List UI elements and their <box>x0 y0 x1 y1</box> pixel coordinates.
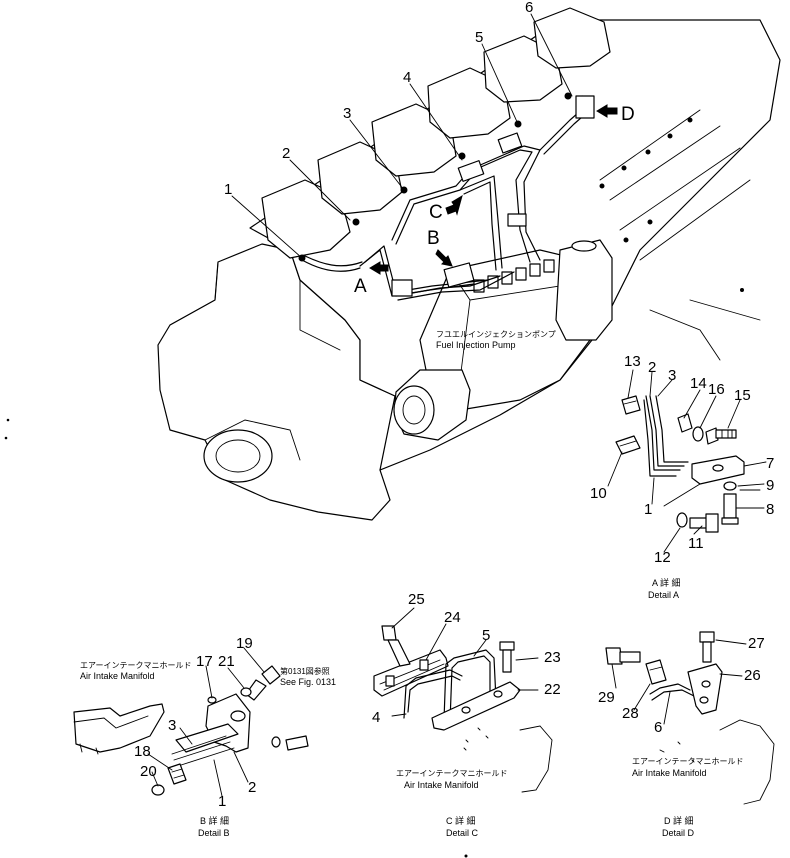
view-letter-b: B <box>427 228 440 249</box>
fuel-pump-label-jp: フユエルインジェクションポンプ <box>436 330 556 339</box>
detail-d-callout-6: 6 <box>654 719 662 736</box>
detail-a-callout-12: 12 <box>654 549 671 566</box>
detail-b-ref-en: See Fig. 0131 <box>280 677 336 687</box>
arrow-d-icon <box>596 104 618 118</box>
detail-a-title-jp: A 詳 細 <box>652 577 681 588</box>
air-intake-manifold-b <box>73 703 165 753</box>
detail-c-callout-4: 4 <box>372 709 380 726</box>
washer-21 <box>240 687 252 697</box>
tube-5 <box>443 649 497 721</box>
cylinder-head <box>249 19 781 471</box>
detail-a-callout-13: 13 <box>624 353 641 370</box>
detail-a-callout-2: 2 <box>648 359 656 376</box>
bolt-25 <box>381 625 411 667</box>
detail-d-title-en: Detail D <box>662 828 695 838</box>
detail-b-callout-21: 21 <box>218 653 235 670</box>
detail-a-callout-10: 10 <box>590 485 607 502</box>
detail-c-manifold-en: Air Intake Manifold <box>404 780 479 790</box>
detail-c-callout-24: 24 <box>444 609 461 626</box>
tube-4 <box>407 675 461 713</box>
arrow-c-icon <box>445 194 463 216</box>
bolt-29 <box>605 647 641 665</box>
clamp-10 <box>615 435 641 455</box>
detail-a-callout-9: 9 <box>766 477 774 494</box>
main-callout-1: 1 <box>224 181 232 198</box>
detail-d-callout-26: 26 <box>744 667 761 684</box>
fuel-pump-label-en: Fuel Injection Pump <box>436 340 516 350</box>
detail-b-callout-3: 3 <box>168 717 176 734</box>
detail-b-title-en: Detail B <box>198 828 230 838</box>
detail-d-callout-27: 27 <box>748 635 765 652</box>
detail-b-callout-20: 20 <box>140 763 157 780</box>
detail-b-callout-19: 19 <box>236 635 253 652</box>
plate-14 <box>677 413 693 433</box>
detail-b-manifold-jp: エアーインテークマニホールド <box>80 661 192 670</box>
view-letter-c: C <box>429 202 443 223</box>
bolt-8 <box>721 493 739 525</box>
detail-b: エアーインテークマニホールド Air Intake Manifold 第0131… <box>73 635 336 838</box>
detail-a-callout-3: 3 <box>668 367 676 384</box>
view-letter-d: D <box>621 104 635 125</box>
detail-c-title-en: Detail C <box>446 828 479 838</box>
detail-a-callout-11: 11 <box>688 535 704 552</box>
arrow-a-icon <box>369 261 389 275</box>
tube-6 <box>649 683 691 695</box>
detail-c-callout-22: 22 <box>544 681 561 698</box>
rocker-cover-6 <box>533 7 611 69</box>
detail-c: エアーインテークマニホールド Air Intake Manifold 25 24… <box>372 591 561 838</box>
bolt-27 <box>699 631 715 663</box>
bolt-15 <box>705 427 737 445</box>
washer-12 <box>676 512 688 528</box>
clamp-plate-b <box>175 723 239 753</box>
bolt-19 <box>245 665 281 701</box>
clamp-28 <box>645 659 667 685</box>
main-callout-6: 6 <box>525 0 533 16</box>
engine-assembly-view: A B C D フユエルインジェクションポンプ Fuel Injection P… <box>157 0 781 521</box>
detail-d-callout-28: 28 <box>622 705 639 722</box>
detail-c-callout-25: 25 <box>408 591 425 608</box>
bolt-11 <box>689 513 719 533</box>
detail-a-callout-1: 1 <box>644 501 652 518</box>
detail-b-title-jp: B 詳 細 <box>200 815 229 826</box>
detail-c-manifold-jp: エアーインテークマニホールド <box>396 769 508 778</box>
detail-a-callout-8: 8 <box>766 501 774 518</box>
view-letter-a: A <box>354 276 367 297</box>
main-callout-5: 5 <box>475 29 483 46</box>
detail-d-title-jp: D 詳 細 <box>664 815 694 826</box>
detail-a-callout-7: 7 <box>766 455 774 472</box>
detail-a: 13 2 3 14 16 15 7 9 8 10 1 12 11 A 詳 細 D… <box>590 353 774 600</box>
washer-16 <box>692 426 704 442</box>
detail-a-title-en: Detail A <box>648 590 679 600</box>
rubber-clamp-18 <box>167 763 187 785</box>
washer-9 <box>723 481 737 491</box>
detail-a-callout-16: 16 <box>708 381 725 398</box>
detail-c-title-jp: C 詳 細 <box>446 815 476 826</box>
arrow-b-icon <box>435 249 453 267</box>
detail-d-manifold-en: Air Intake Manifold <box>632 768 707 778</box>
main-callout-2: 2 <box>282 145 290 162</box>
detail-d-manifold-jp: エアーインテークマニホールド <box>632 757 744 766</box>
main-callout-3: 3 <box>343 105 351 122</box>
detail-b-manifold-en: Air Intake Manifold <box>80 671 155 681</box>
nut-20 <box>151 784 165 796</box>
detail-b-ref-jp: 第0131図参照 <box>280 666 330 676</box>
detail-c-callout-5: 5 <box>482 627 490 644</box>
detail-d: エアーインテークマニホールド Air Intake Manifold 27 29… <box>598 631 775 838</box>
detail-d-callout-29: 29 <box>598 689 615 706</box>
detail-b-callout-2: 2 <box>248 779 256 796</box>
bracket-26 <box>687 663 723 715</box>
detail-b-callout-18: 18 <box>134 743 151 760</box>
detail-a-callout-14: 14 <box>690 375 707 392</box>
ref-bolt-b <box>271 735 309 751</box>
detail-c-callout-23: 23 <box>544 649 561 666</box>
detail-b-callout-17: 17 <box>196 653 213 670</box>
detail-a-callout-15: 15 <box>734 387 751 404</box>
bolt-23 <box>499 641 515 673</box>
detail-b-callout-1: 1 <box>218 793 226 810</box>
clamp-13 <box>621 395 641 415</box>
main-callout-4: 4 <box>403 69 411 86</box>
flywheel-housing <box>203 429 273 483</box>
